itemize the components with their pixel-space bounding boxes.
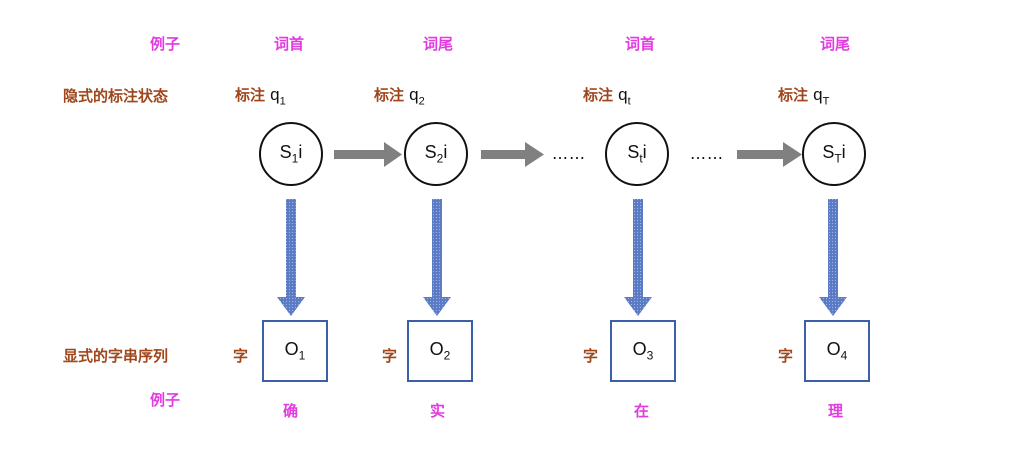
ellipsis-2: ……	[690, 144, 724, 163]
q-label-3: qt	[618, 85, 631, 108]
observation-box-1: O1	[262, 320, 328, 382]
example-label-top: 例子	[150, 35, 181, 53]
emission-arrow-1	[277, 199, 305, 316]
state-node-4-label: STi	[822, 142, 846, 166]
state-node-1-label: S1i	[279, 142, 303, 166]
emission-arrow-4	[819, 199, 847, 316]
state-tag-1: 标注 q1	[235, 84, 286, 107]
emission-arrow-2	[423, 199, 451, 316]
example-label-bottom: 例子	[150, 391, 181, 409]
tag-prefix: 标注	[583, 86, 614, 104]
observed-sequence-label: 显式的字串序列	[63, 347, 169, 365]
state-tag-2: 标注 q2	[374, 84, 425, 107]
bottom-example-4: 理	[828, 402, 844, 420]
transition-arrow-1-2	[334, 142, 402, 167]
state-node-3-label: Sti	[627, 142, 647, 166]
state-node-4: STi	[802, 122, 866, 186]
observation-box-4: O4	[804, 320, 870, 382]
emission-arrow-3	[624, 199, 652, 316]
ellipsis-1: ……	[552, 144, 586, 163]
top-example-2: 词尾	[423, 35, 454, 53]
q-label-2: q2	[409, 85, 425, 108]
state-node-2-label: S2i	[424, 142, 448, 166]
obs-prefix-3: 字	[583, 347, 599, 365]
top-example-1: 词首	[274, 35, 305, 53]
observation-3-label: O3	[632, 339, 654, 363]
bottom-example-2: 实	[430, 402, 446, 420]
state-node-3: Sti	[605, 122, 669, 186]
tag-prefix: 标注	[374, 86, 405, 104]
obs-prefix-1: 字	[233, 347, 249, 365]
tag-prefix: 标注	[778, 86, 809, 104]
bottom-example-1: 确	[283, 402, 299, 420]
top-example-3: 词首	[625, 35, 656, 53]
transition-arrow-dots-T	[737, 142, 802, 167]
q-label-1: q1	[270, 85, 286, 108]
state-node-2: S2i	[404, 122, 468, 186]
state-tag-4: 标注 qT	[778, 84, 829, 107]
observation-box-3: O3	[610, 320, 676, 382]
state-tag-3: 标注 qt	[583, 84, 631, 107]
obs-prefix-4: 字	[778, 347, 794, 365]
state-node-1: S1i	[259, 122, 323, 186]
transition-arrow-2-dots	[481, 142, 544, 167]
bottom-example-3: 在	[634, 402, 650, 420]
observation-1-label: O1	[284, 339, 306, 363]
observation-4-label: O4	[826, 339, 848, 363]
tag-prefix: 标注	[235, 86, 266, 104]
top-example-4: 词尾	[820, 35, 851, 53]
obs-prefix-2: 字	[382, 347, 398, 365]
q-label-4: qT	[813, 85, 830, 108]
observation-box-2: O2	[407, 320, 473, 382]
hidden-states-label: 隐式的标注状态	[63, 87, 169, 105]
observation-2-label: O2	[429, 339, 451, 363]
